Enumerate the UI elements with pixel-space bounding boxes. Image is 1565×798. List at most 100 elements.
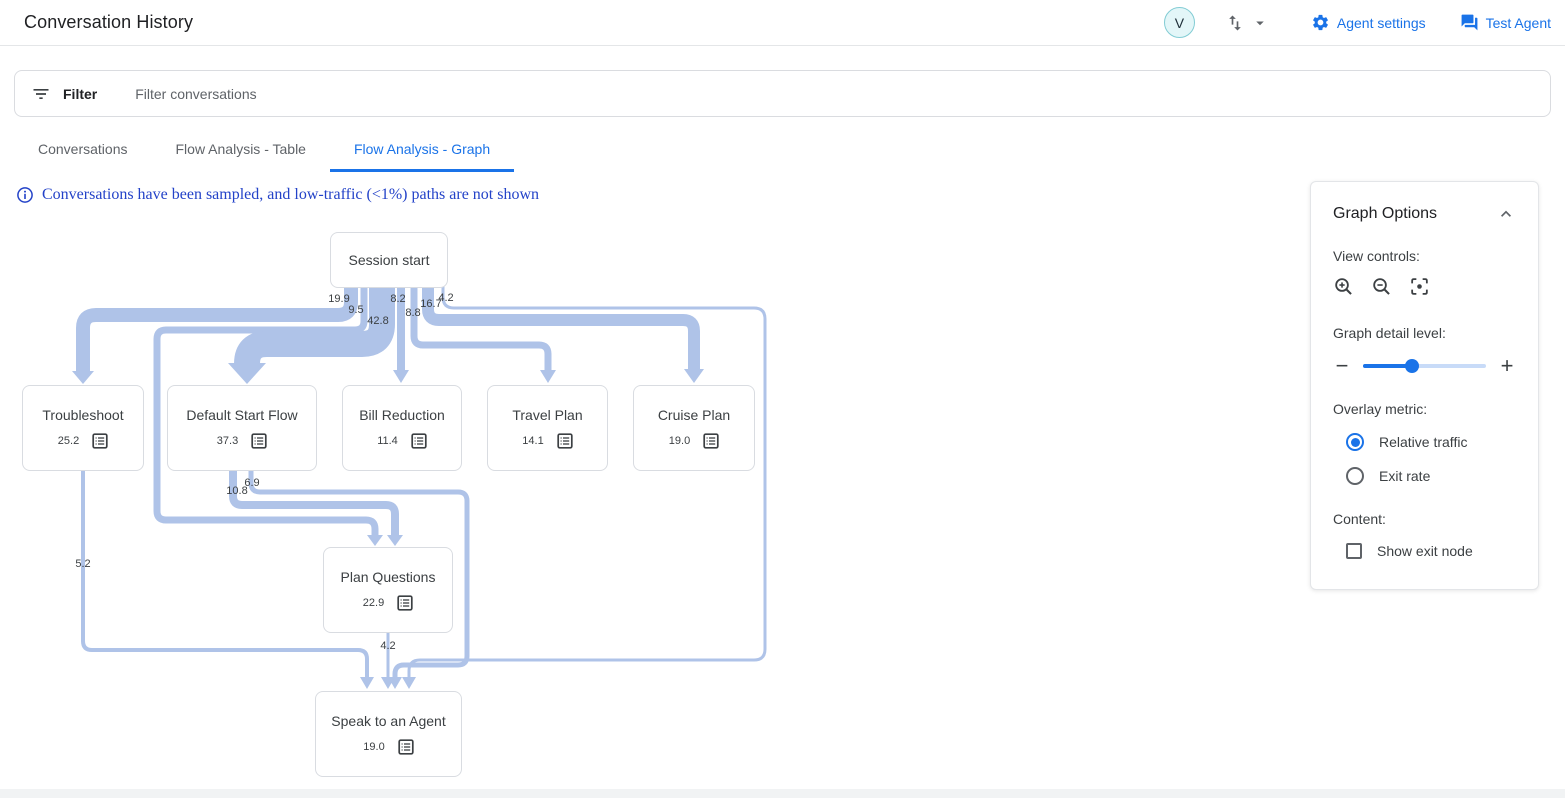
filter-conversations-input[interactable]: Filter conversations: [135, 85, 257, 102]
collapse-chevron-up-icon[interactable]: [1496, 204, 1516, 224]
flow-bands: 19.9 9.5 42.8 8.2 8.8 16.7 4.2 10.8 6.9 …: [72, 280, 767, 689]
node-bill-reduction[interactable]: Bill Reduction 11.4: [342, 385, 462, 471]
filter-bar[interactable]: Filter Filter conversations: [14, 70, 1551, 117]
detail-increase-button[interactable]: +: [1500, 353, 1514, 378]
test-agent-button[interactable]: Test Agent: [1460, 13, 1551, 32]
zoom-in-icon[interactable]: [1333, 276, 1354, 297]
slider-fill: [1363, 364, 1413, 368]
radio-relative-traffic[interactable]: Relative traffic: [1346, 433, 1516, 451]
node-value: 14.1: [522, 435, 544, 447]
arrowhead: [402, 677, 416, 689]
node-value: 19.0: [363, 741, 385, 753]
radio-label: Exit rate: [1379, 468, 1431, 484]
list-icon[interactable]: [92, 433, 108, 449]
detail-slider[interactable]: [1363, 359, 1486, 373]
graph-options-panel: Graph Options View controls: Graph detai…: [1310, 181, 1539, 590]
sort-control[interactable]: [1225, 13, 1269, 33]
tab-flow-analysis-table[interactable]: Flow Analysis - Table: [175, 141, 306, 157]
edge-label: 16.7: [420, 298, 441, 310]
detail-decrease-button[interactable]: −: [1335, 353, 1349, 378]
show-exit-node-option[interactable]: Show exit node: [1346, 543, 1516, 559]
agent-settings-button[interactable]: Agent settings: [1311, 13, 1426, 32]
center-focus-icon[interactable]: [1409, 276, 1430, 297]
gear-icon: [1311, 13, 1330, 32]
node-troubleshoot[interactable]: Troubleshoot 25.2: [22, 385, 144, 471]
zoom-out-icon[interactable]: [1371, 276, 1392, 297]
node-travel-plan[interactable]: Travel Plan 14.1: [487, 385, 608, 471]
app-header: Conversation History V Agent settings Te…: [0, 0, 1565, 46]
arrowhead: [72, 371, 94, 384]
node-label: Default Start Flow: [186, 407, 298, 423]
node-value: 19.0: [668, 435, 691, 447]
edge-label: 10.8: [226, 485, 247, 497]
sampling-notice-text: Conversations have been sampled, and low…: [42, 186, 540, 203]
checkbox-label: Show exit node: [1377, 543, 1473, 559]
node-label: Session start: [348, 252, 430, 268]
graph-detail-label: Graph detail level:: [1333, 325, 1446, 341]
edge-label: 4.2: [438, 292, 453, 304]
edge-label: 5.2: [75, 558, 90, 570]
tab-flow-analysis-graph[interactable]: Flow Analysis - Graph: [329, 127, 515, 172]
list-icon[interactable]: [557, 433, 573, 449]
node-default-start-flow[interactable]: Default Start Flow 37.3: [167, 385, 317, 471]
list-icon[interactable]: [397, 595, 413, 611]
tab-conversations[interactable]: Conversations: [38, 141, 128, 157]
flow-band: [153, 280, 379, 536]
chat-icon: [1460, 13, 1479, 32]
radio-label: Relative traffic: [1379, 434, 1468, 450]
edge-label: 19.9: [328, 293, 349, 305]
node-label: Cruise Plan: [657, 407, 731, 423]
list-icon[interactable]: [411, 433, 427, 449]
node-value: 11.4: [377, 435, 398, 447]
checkbox-icon[interactable]: [1346, 543, 1362, 559]
node-label: Plan Questions: [340, 569, 436, 585]
list-icon[interactable]: [251, 433, 267, 449]
filter-label: Filter: [63, 85, 98, 102]
flow-band: [81, 471, 369, 678]
radio-exit-rate[interactable]: Exit rate: [1346, 467, 1516, 485]
arrowhead: [228, 363, 266, 384]
flow-band: [229, 471, 399, 536]
node-label: Speak to an Agent: [331, 713, 446, 729]
node-plan-questions[interactable]: Plan Questions 22.9: [323, 547, 453, 633]
node-cruise-plan[interactable]: Cruise Plan 19.0: [633, 385, 755, 471]
flow-graph: 19.9 9.5 42.8 8.2 8.8 16.7 4.2 10.8 6.9 …: [0, 225, 800, 790]
node-label: Troubleshoot: [42, 407, 124, 423]
list-icon[interactable]: [703, 433, 719, 449]
flow-band: [422, 280, 700, 370]
radio-icon[interactable]: [1346, 433, 1364, 451]
panel-title: Graph Options: [1333, 205, 1438, 222]
edge-label: 42.8: [367, 315, 388, 327]
slider-thumb[interactable]: [1405, 359, 1420, 373]
sort-icon: [1225, 13, 1245, 33]
avatar[interactable]: V: [1163, 7, 1195, 38]
node-value: 25.2: [57, 435, 80, 447]
flow-band: [76, 280, 358, 372]
flow-band: [248, 471, 470, 678]
edge-label: 8.8: [405, 307, 420, 319]
node-label: Travel Plan: [512, 407, 583, 423]
node-value: 22.9: [362, 597, 385, 609]
node-speak-to-an-agent[interactable]: Speak to an Agent 19.0: [315, 691, 462, 777]
test-agent-label: Test Agent: [1485, 14, 1551, 31]
arrowhead: [360, 677, 374, 689]
flow-band: [234, 280, 395, 365]
list-icon[interactable]: [398, 739, 414, 755]
chevron-down-icon: [1251, 14, 1269, 32]
bottom-scroll-area[interactable]: [0, 789, 1565, 798]
flow-band: [407, 280, 767, 678]
flow-band: [410, 280, 552, 371]
edge-label: 9.5: [348, 304, 363, 316]
arrowhead: [540, 370, 556, 383]
node-session-start[interactable]: Session start: [330, 232, 448, 288]
node-value: 37.3: [216, 435, 239, 447]
edge-label: 4.2: [380, 640, 395, 652]
radio-icon[interactable]: [1346, 467, 1364, 485]
page-title: Conversation History: [24, 12, 194, 32]
arrowhead: [393, 370, 409, 383]
overlay-metric-label: Overlay metric:: [1333, 401, 1428, 417]
arrowhead: [387, 535, 403, 546]
info-icon: [16, 186, 34, 204]
sampling-notice: Conversations have been sampled, and low…: [16, 186, 1565, 204]
edge-label: 6.9: [244, 477, 259, 489]
